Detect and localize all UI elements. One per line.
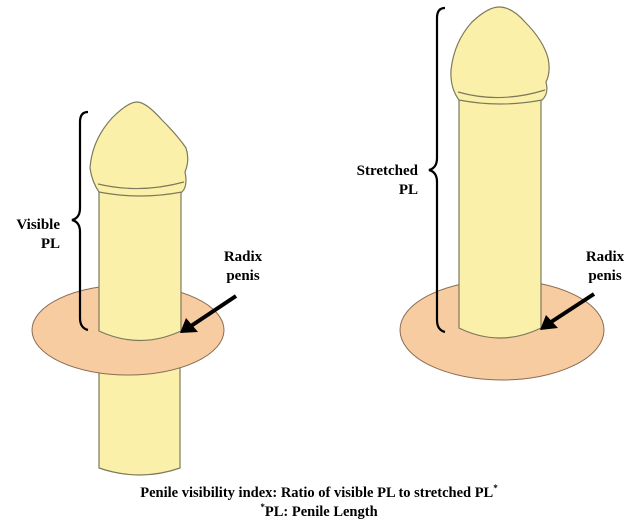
right-shaft xyxy=(458,94,542,339)
left-lower-shaft xyxy=(98,359,181,476)
caption-line2-asterisk: * xyxy=(260,502,265,513)
visible-pl-label-line2: PL xyxy=(40,236,60,252)
left-upper-shaft xyxy=(98,191,182,342)
caption-line1-text: Penile visibility index: Ratio of visibl… xyxy=(140,485,494,501)
stretched-pl-label-line2: PL xyxy=(398,182,418,198)
stretched-pl-figure xyxy=(399,6,605,381)
left-radix-arrowhead xyxy=(180,318,198,333)
visible-pl-figure xyxy=(31,101,238,476)
caption-line2: *PL: Penile Length xyxy=(0,503,638,521)
left-radix-label-line2: penis xyxy=(226,268,260,284)
left-radix-arrow xyxy=(186,294,238,330)
right-radix-label-line1: Radix xyxy=(585,249,625,265)
caption-line1-asterisk: * xyxy=(493,483,498,494)
caption-line1: Penile visibility index: Ratio of visibl… xyxy=(0,484,638,502)
left-glans xyxy=(89,101,189,197)
caption-line2-text: PL: Penile Length xyxy=(264,504,378,520)
right-radix-penis-label: Radix penis xyxy=(572,248,638,286)
right-radix-arrow xyxy=(546,292,596,326)
right-radix-arrowhead xyxy=(540,315,558,330)
stretched-pl-label-line1: Stretched xyxy=(356,163,418,179)
left-radix-penis-label: Radix penis xyxy=(210,248,276,286)
visible-pl-label-line1: Visible xyxy=(16,217,60,233)
right-glans xyxy=(450,6,550,105)
left-corona xyxy=(97,181,185,190)
left-radix-label-line1: Radix xyxy=(223,249,263,265)
right-radix-label-line2: penis xyxy=(588,268,622,284)
visible-pl-brace xyxy=(71,110,89,332)
right-corona xyxy=(457,89,546,99)
stretched-pl-label: Stretched PL xyxy=(334,162,418,200)
stretched-pl-brace xyxy=(428,6,446,334)
visible-pl-label: Visible PL xyxy=(4,216,60,254)
